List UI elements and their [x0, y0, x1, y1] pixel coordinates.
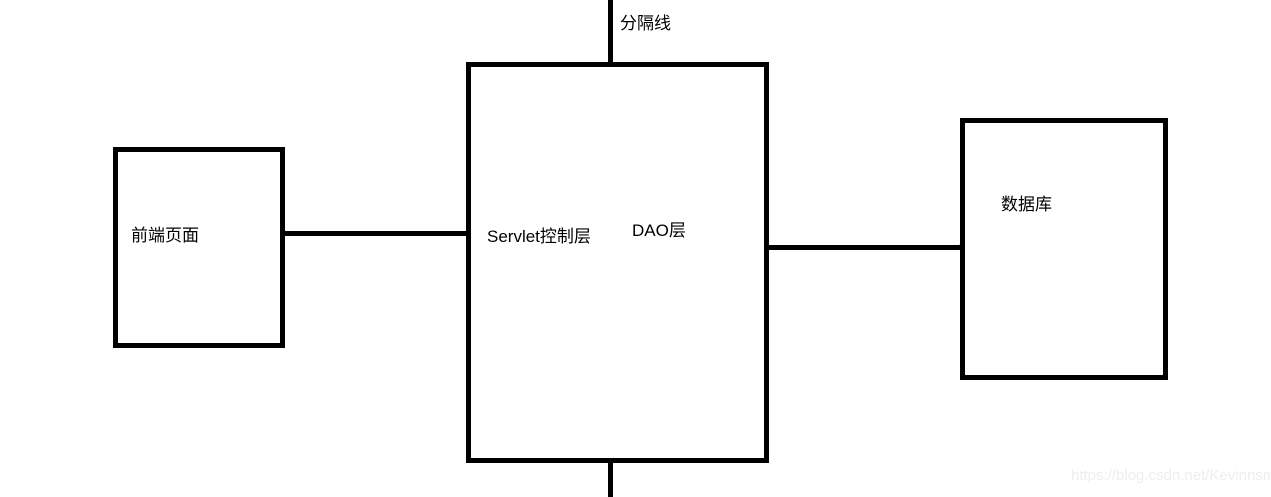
connector-frontend-to-servlet	[285, 231, 471, 236]
watermark-text: https://blog.csdn.net/Kevinnsm	[1071, 467, 1271, 484]
divider-line-label: 分隔线	[620, 14, 671, 33]
node-dao-layer-label: DAO层	[632, 221, 686, 240]
node-frontend-page	[113, 147, 285, 348]
node-frontend-page-label: 前端页面	[131, 226, 199, 245]
node-servlet-layer-label: Servlet控制层	[487, 227, 591, 246]
node-database-label: 数据库	[1001, 195, 1052, 214]
node-database	[960, 118, 1168, 380]
node-middle-container	[466, 62, 769, 463]
connector-dao-to-database	[769, 245, 963, 250]
